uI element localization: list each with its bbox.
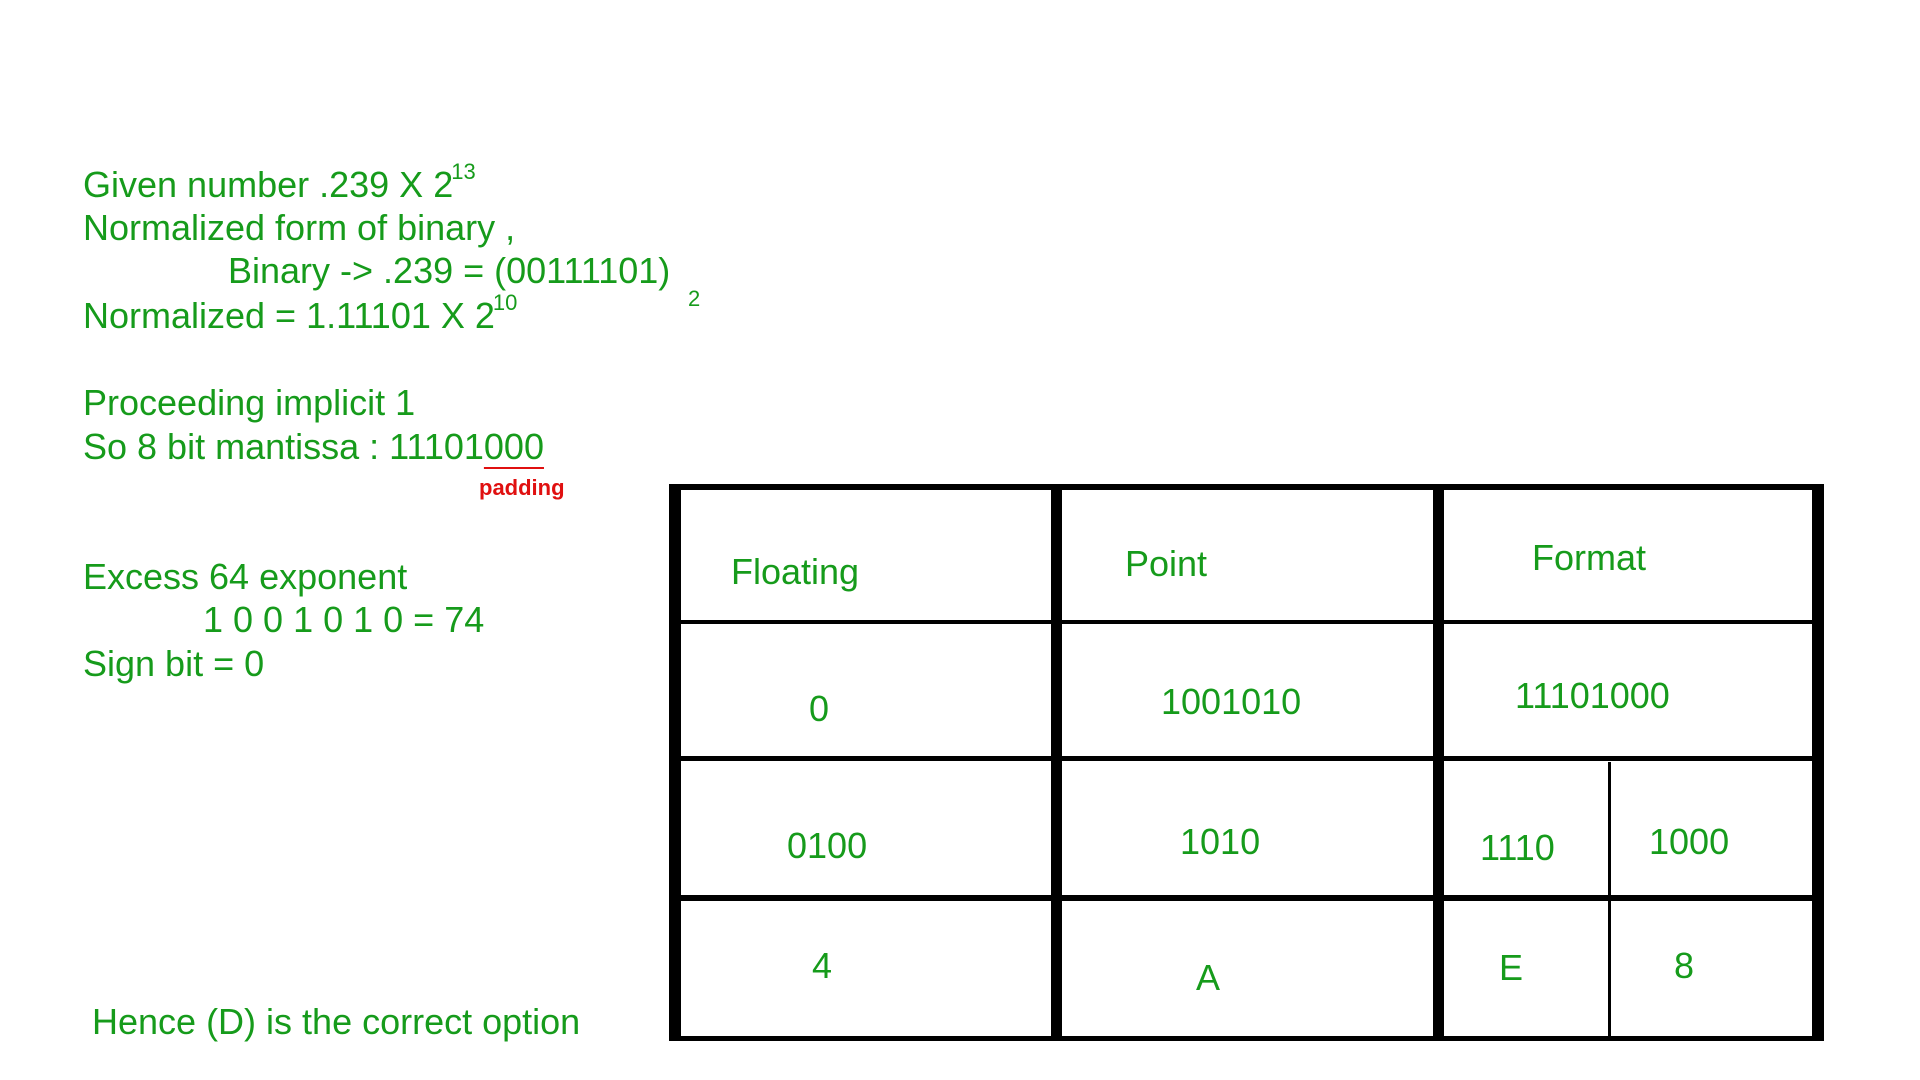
nibble-cell-3: 1110 (1480, 827, 1555, 868)
excess-exponent-line: Excess 64 exponent (83, 556, 408, 597)
proceeding-implicit-line: Proceeding implicit 1 (83, 382, 416, 423)
given-number-line: Given number .239 X 213 (83, 159, 478, 210)
sign-bit-cell: 0 (809, 688, 830, 729)
excess-value-line: 1 0 0 1 0 1 0 = 74 (203, 599, 485, 640)
normalized-value-line: Normalized = 1.11101 X 210 (83, 290, 519, 341)
table-row-divider-3 (669, 895, 1824, 901)
table-col-divider-2 (1433, 484, 1444, 1041)
given-number-exponent: 13 (451, 159, 476, 184)
given-number-text: Given number .239 X 2 (83, 164, 454, 205)
binary-conversion-line: Binary -> .239 = (00111101) (228, 251, 670, 291)
sign-bit-line: Sign bit = 0 (83, 643, 265, 684)
binary-base-subscript: 2 (688, 286, 701, 311)
hex-cell-1: 4 (812, 945, 833, 986)
binary-conversion-text: Binary -> .239 = (00111101) (228, 250, 671, 291)
table-col-divider-1 (1051, 484, 1062, 1041)
nibble-cell-2: 1010 (1180, 821, 1261, 862)
header-floating: Floating (731, 551, 860, 592)
mantissa-text: So 8 bit mantissa : 11101 (83, 426, 484, 467)
header-format: Format (1532, 537, 1647, 578)
mantissa-padding-bits: 000 (483, 426, 544, 467)
padding-label: padding (479, 475, 565, 500)
table-row-divider-2 (679, 756, 1824, 761)
floating-point-format-table: Floating Point Format 0 1001010 11101000… (669, 484, 1824, 1042)
table-top-border (669, 484, 1824, 490)
conclusion-line: Hence (D) is the correct option (92, 1001, 581, 1042)
normalized-form-line: Normalized form of binary , (83, 207, 516, 248)
table-row-divider-1 (679, 620, 1824, 624)
table-right-border (1812, 484, 1824, 1041)
hex-cell-2: A (1196, 957, 1221, 998)
table-left-border (669, 484, 681, 1041)
table-bottom-border (669, 1036, 1824, 1041)
exponent-bits-cell: 1001010 (1161, 681, 1302, 722)
nibble-cell-1: 0100 (787, 825, 868, 866)
normalized-value-text: Normalized = 1.11101 X 2 (83, 295, 495, 336)
nibble-cell-4: 1000 (1649, 821, 1730, 862)
hex-cell-3: E (1499, 947, 1524, 988)
mantissa-line: So 8 bit mantissa : 11101000 (83, 427, 544, 467)
hex-cell-4: 8 (1674, 945, 1695, 986)
mantissa-bits-cell: 11101000 (1515, 675, 1670, 716)
header-point: Point (1125, 543, 1208, 584)
normalized-exponent: 10 (492, 290, 518, 315)
table-col-divider-3-thin (1608, 762, 1611, 1041)
